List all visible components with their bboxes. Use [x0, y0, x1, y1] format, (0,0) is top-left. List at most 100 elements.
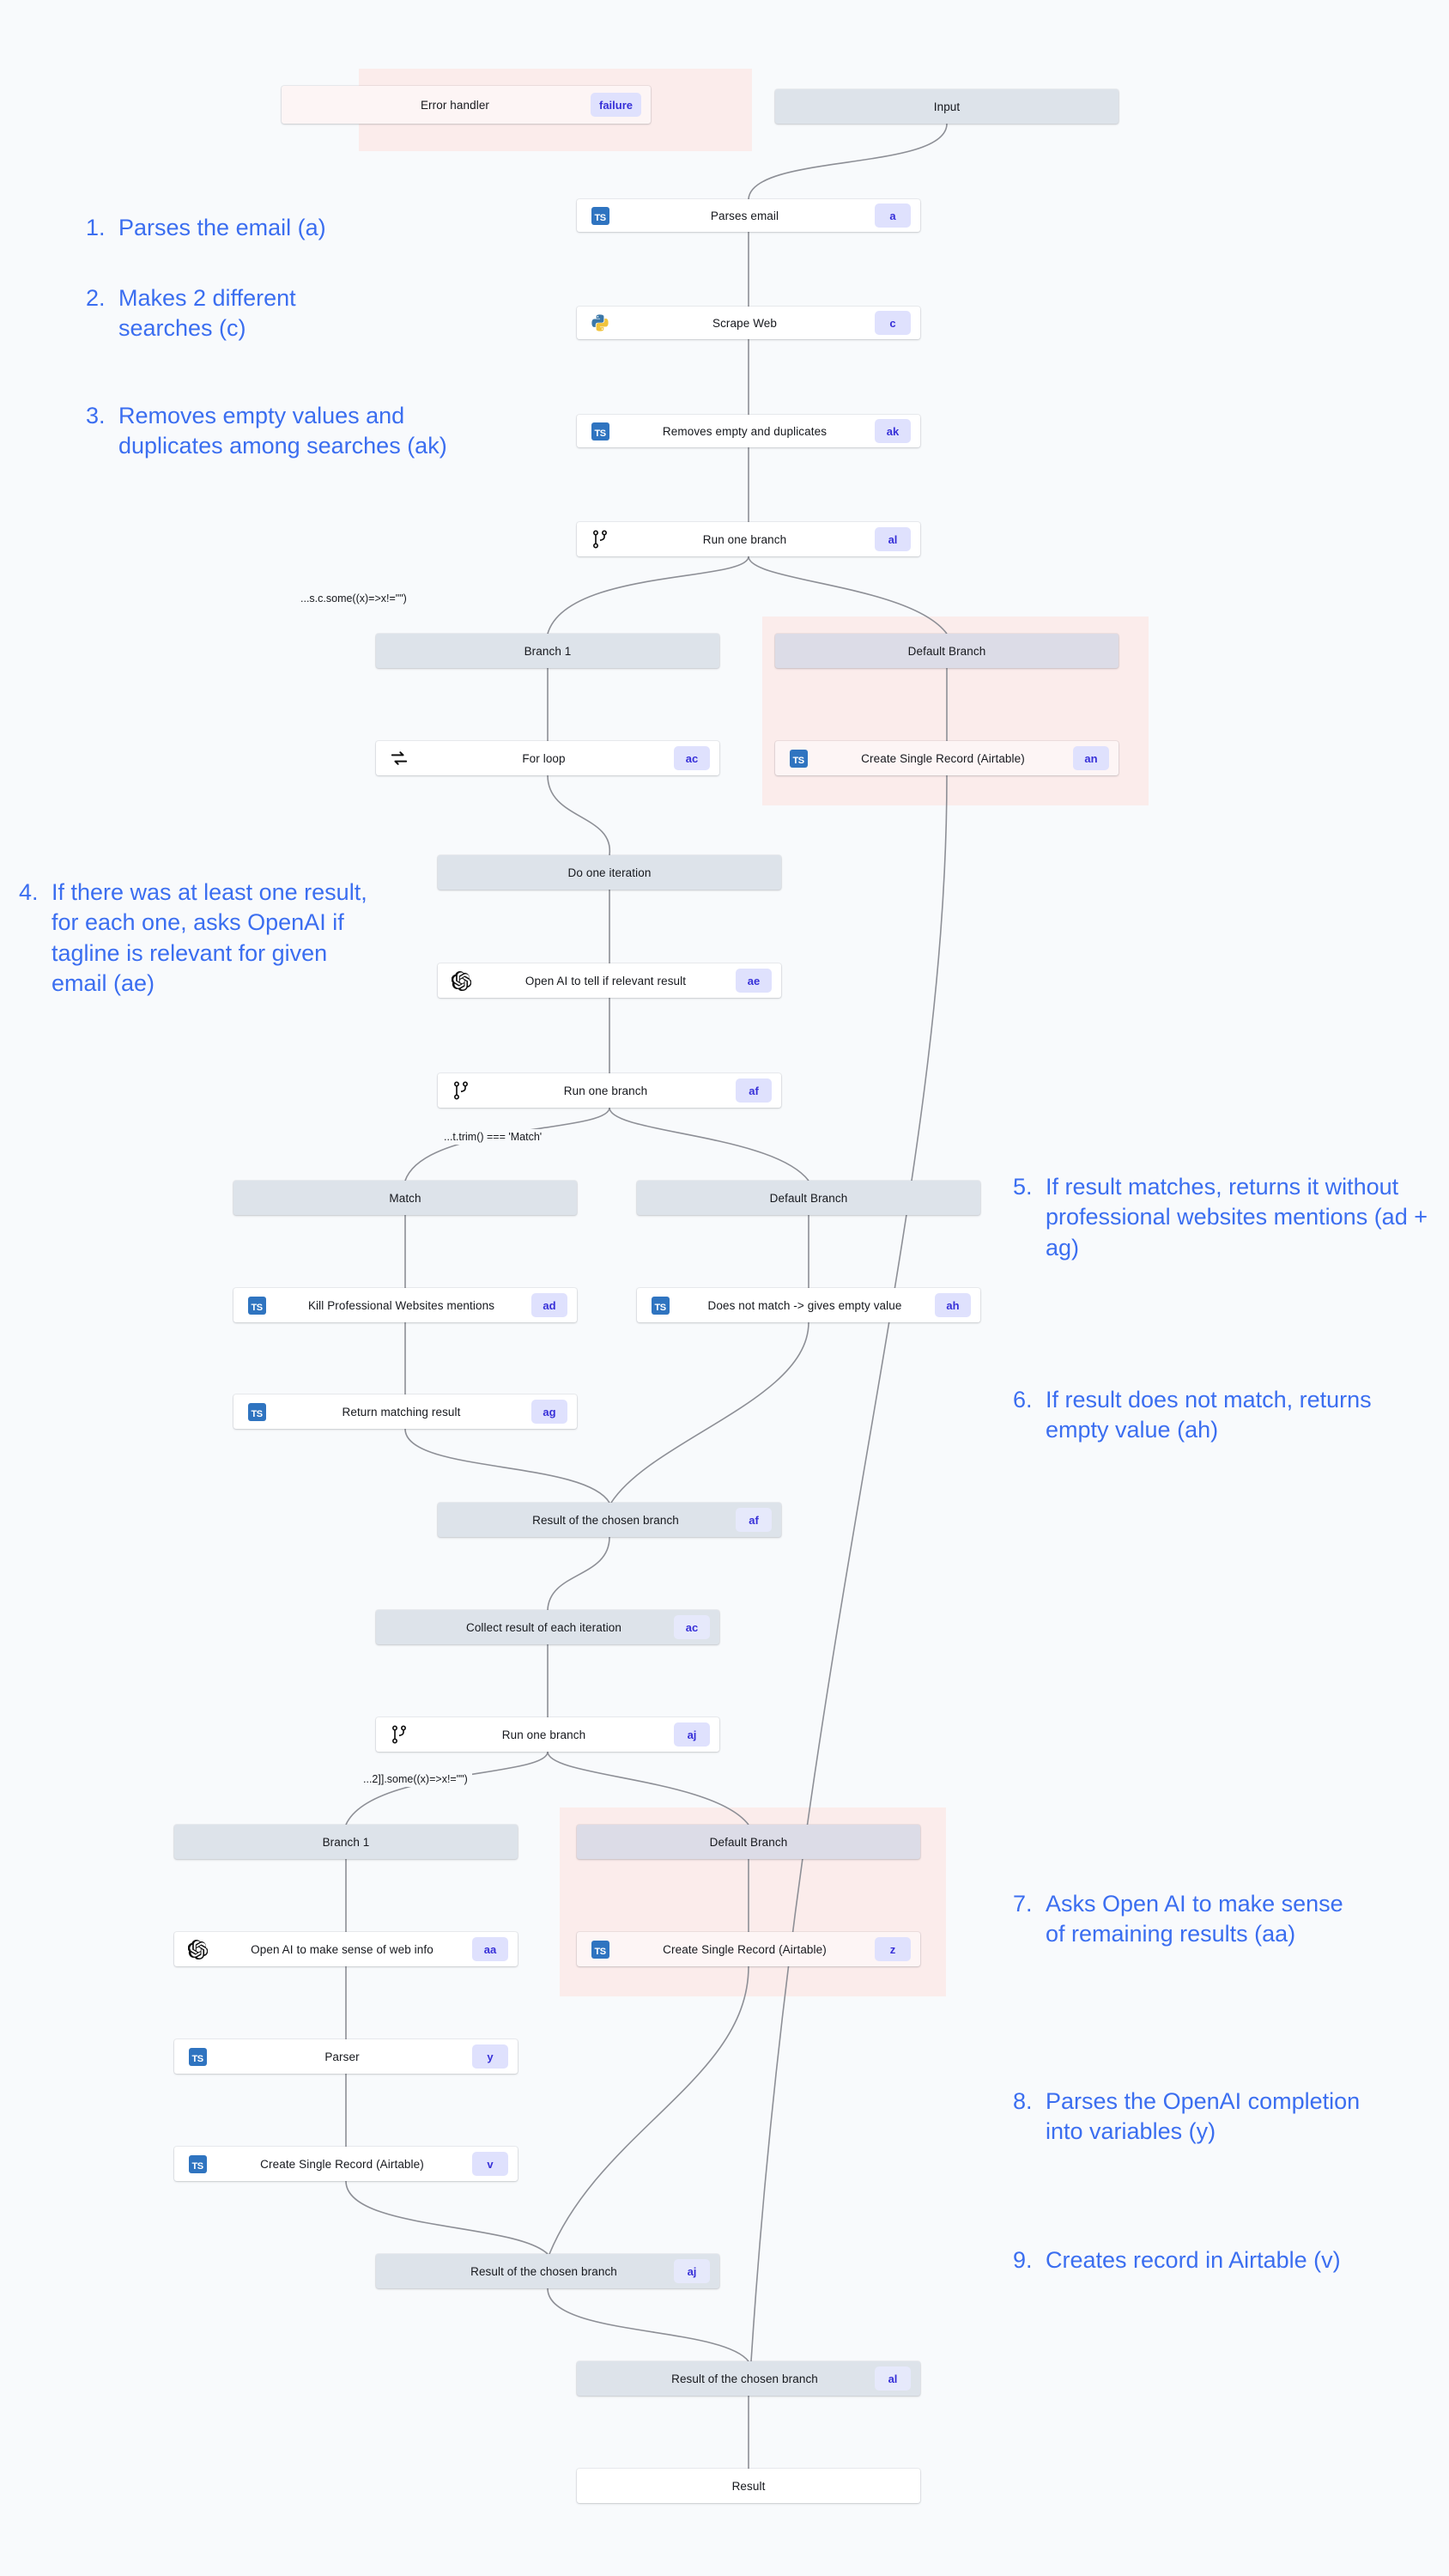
- node-label: Result: [731, 2479, 766, 2493]
- node-tag-badge: a: [875, 204, 911, 228]
- typescript-icon-slot: TS: [784, 749, 813, 768]
- annotation-number: 2.: [86, 285, 106, 311]
- node-tag-badge: ah: [935, 1293, 971, 1317]
- edge-input-parses: [748, 123, 948, 200]
- typescript-icon-slot: TS: [585, 1940, 615, 1959]
- node-label: Kill Professional Websites mentions: [307, 1298, 495, 1312]
- annotation-number: 5.: [1013, 1174, 1033, 1200]
- edge-condition-label: ...2]].some((x)=>x!=""): [359, 1771, 472, 1787]
- annotation-text: Removes empty values and duplicates amon…: [118, 403, 447, 459]
- node-label: Match: [389, 1191, 421, 1205]
- flow-node-input[interactable]: Input: [775, 89, 1119, 124]
- typescript-icon-slot: TS: [585, 422, 615, 440]
- node-label: Create Single Record (Airtable): [663, 1942, 827, 1956]
- flow-node-error_handler[interactable]: Error handler failure: [282, 86, 651, 124]
- typescript-icon: TS: [591, 206, 609, 225]
- node-label: Removes empty and duplicates: [662, 424, 828, 438]
- annotation-number: 3.: [86, 403, 106, 428]
- node-label: Collect result of each iteration: [465, 1620, 622, 1634]
- edge-resaj-resal: [547, 2287, 749, 2362]
- node-tag-badge: ak: [875, 419, 911, 443]
- annotation-item: 4.If there was at least one result, for …: [19, 878, 388, 999]
- node-tag-badge: z: [875, 1937, 911, 1961]
- node-tag-badge: v: [472, 2152, 508, 2176]
- edge-runal-branch1: [547, 556, 749, 635]
- edge-csrv-resaj: [345, 2180, 549, 2255]
- typescript-icon: TS: [591, 422, 609, 440]
- annotation-item: 1.Parses the email (a): [86, 213, 464, 243]
- node-tag-badge: al: [875, 527, 911, 551]
- branch-icon-slot: [385, 1725, 414, 1744]
- typescript-icon-slot: TS: [585, 206, 615, 225]
- node-label: Return matching result: [342, 1405, 461, 1419]
- flow-node-default_b[interactable]: Default Branch: [637, 1181, 980, 1215]
- node-tag-badge: an: [1073, 746, 1109, 770]
- flow-node-parser_y[interactable]: TS Parser y: [174, 2039, 518, 2074]
- flow-node-default_a[interactable]: Default Branch: [775, 634, 1119, 668]
- openai-icon: [187, 1939, 208, 1959]
- openai-icon: [451, 970, 471, 991]
- flow-node-branch1_a[interactable]: Branch 1: [376, 634, 719, 668]
- node-label: Open AI to make sense of web info: [251, 1942, 433, 1956]
- loop-icon-slot: [385, 750, 414, 767]
- openai-icon-slot: [446, 970, 476, 991]
- annotation-text: Makes 2 different searches (c): [118, 285, 296, 342]
- edge-resaf-collect: [547, 1536, 610, 1611]
- loop-icon: [391, 751, 408, 765]
- annotation-text: If result does not match, returns empty …: [1046, 1387, 1372, 1443]
- openai-icon-slot: [183, 1939, 212, 1959]
- flow-node-result[interactable]: Result: [577, 2469, 920, 2503]
- branch-icon: [392, 1725, 406, 1744]
- annotation-item: 8.Parses the OpenAI completion into vari…: [1013, 2087, 1373, 2148]
- flow-node-run_branch_af[interactable]: Run one branch af: [438, 1073, 781, 1108]
- typescript-icon: TS: [247, 1296, 266, 1315]
- flow-node-default_c[interactable]: Default Branch: [577, 1825, 920, 1859]
- node-tag-badge: aj: [674, 2259, 710, 2283]
- edge-nomatch-resaf: [610, 1321, 809, 1504]
- typescript-icon-slot: TS: [242, 1296, 271, 1315]
- node-label: Error handler: [420, 98, 490, 112]
- node-label: Parser: [324, 2050, 360, 2063]
- edge-runaf-defaultb: [609, 1107, 809, 1182]
- flow-node-csr_z[interactable]: TS Create Single Record (Airtable) z: [577, 1932, 920, 1966]
- node-label: Does not match -> gives empty value: [707, 1298, 902, 1312]
- annotation-text: Creates record in Airtable (v): [1046, 2247, 1341, 2273]
- edge-csrz-resaj: [549, 1965, 749, 2255]
- node-tag-badge: failure: [590, 93, 641, 117]
- typescript-icon-slot: TS: [183, 2047, 212, 2066]
- flow-node-match[interactable]: Match: [233, 1181, 577, 1215]
- annotation-number: 8.: [1013, 2088, 1033, 2114]
- branch-icon: [593, 530, 607, 549]
- typescript-icon: TS: [247, 1402, 266, 1421]
- node-tag-badge: y: [472, 2044, 508, 2069]
- node-tag-badge: af: [736, 1078, 772, 1103]
- node-label: Result of the chosen branch: [671, 2372, 818, 2385]
- node-label: Scrape Web: [712, 316, 778, 330]
- node-label: Default Branch: [769, 1191, 848, 1205]
- typescript-icon: TS: [591, 1940, 609, 1959]
- flow-node-removes_empty[interactable]: TS Removes empty and duplicates ak: [577, 415, 920, 447]
- node-label: Default Branch: [709, 1835, 788, 1849]
- annotation-number: 1.: [86, 215, 106, 240]
- flow-node-branch1_b[interactable]: Branch 1: [174, 1825, 518, 1859]
- edge-csran-resal: [750, 775, 948, 2362]
- annotation-item: 9.Creates record in Airtable (v): [1013, 2245, 1356, 2275]
- flow-node-do_iteration[interactable]: Do one iteration: [438, 855, 781, 890]
- node-label: Run one branch: [563, 1084, 648, 1097]
